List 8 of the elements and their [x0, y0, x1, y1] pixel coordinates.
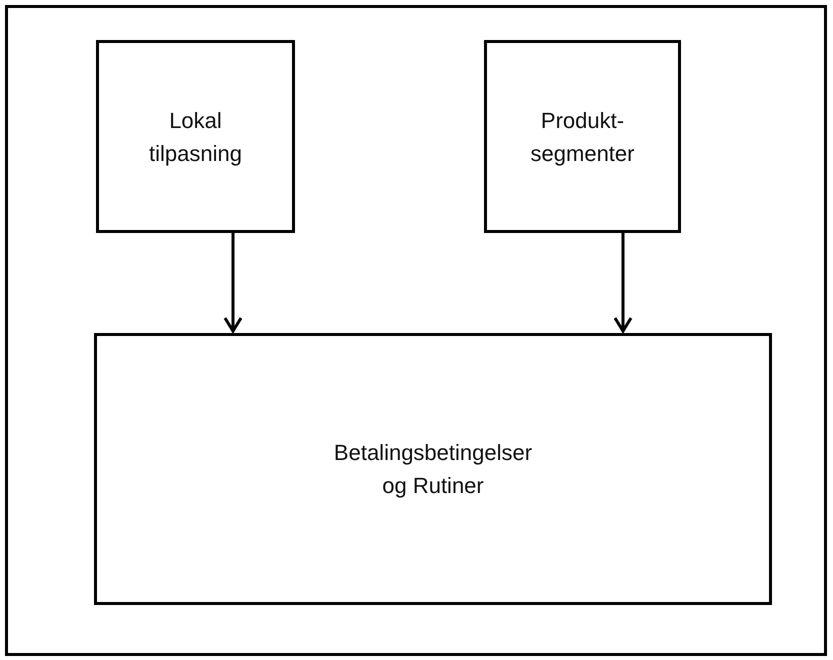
box-label: Betalingsbetingelser og Rutiner: [334, 439, 532, 500]
box-label: Produkt-segmenter: [530, 106, 634, 168]
arrow: [614, 233, 632, 332]
process-box: [94, 333, 772, 605]
box-label: Lokal tilpasning: [149, 106, 242, 168]
arrow: [224, 233, 242, 332]
process-box: [484, 40, 681, 233]
process-box: [96, 40, 295, 233]
